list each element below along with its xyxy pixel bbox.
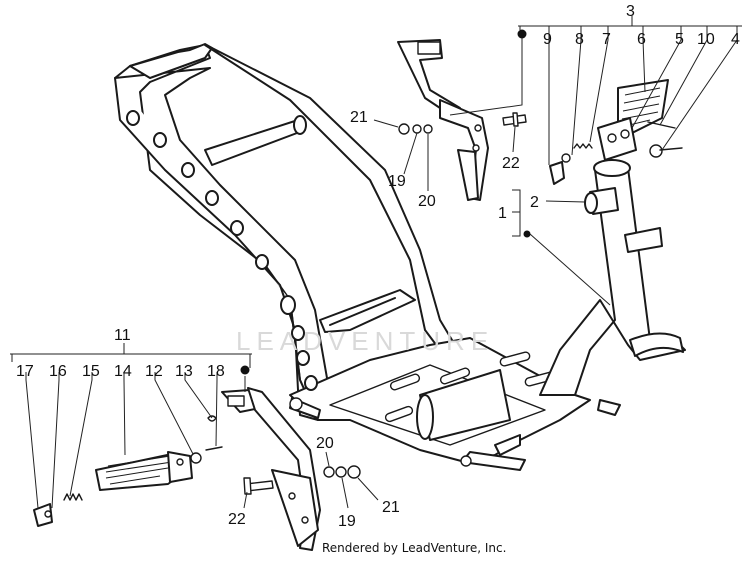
- callout-13: 13: [175, 363, 193, 380]
- callout-21-upper: 21: [350, 109, 368, 126]
- group-bullet-3: [517, 29, 527, 39]
- leader-lines: [10, 16, 742, 509]
- callout-17: 17: [16, 363, 34, 380]
- callout-10: 10: [697, 31, 715, 48]
- callout-8: 8: [575, 31, 584, 48]
- nut-washer-lower: [323, 465, 361, 479]
- left-footpeg-assembly: [33, 415, 223, 527]
- group-bullet-1: [523, 230, 531, 238]
- nut-washer-upper: [398, 123, 433, 135]
- callout-6: 6: [637, 31, 646, 48]
- callout-labels: 3 9 8 7 6 5 10 4 21 19 20 22 2 1 11 17 1…: [16, 3, 740, 530]
- callout-9: 9: [543, 31, 552, 48]
- callout-16: 16: [49, 363, 67, 380]
- callout-12: 12: [145, 363, 163, 380]
- bolt-upper: [502, 112, 527, 127]
- callout-2: 2: [530, 194, 539, 211]
- bolt-lower: [243, 477, 274, 495]
- main-frame: [114, 43, 621, 471]
- callout-22-upper: 22: [502, 155, 520, 172]
- lower-footrest-bracket: [221, 387, 321, 551]
- callout-1: 1: [498, 205, 507, 222]
- leadventure-watermark: LEADVENTURE: [236, 326, 495, 356]
- callout-11: 11: [114, 327, 131, 344]
- callout-21-lower: 21: [382, 499, 400, 516]
- right-footpeg-assembly: [549, 79, 683, 185]
- group-bullet-11: [240, 365, 250, 375]
- callout-5: 5: [675, 31, 684, 48]
- callout-3: 3: [626, 3, 635, 20]
- upper-footrest-bracket: [397, 39, 489, 201]
- callout-4: 4: [731, 31, 740, 48]
- steering-head-down-tube: [539, 159, 686, 396]
- callout-19-upper: 19: [388, 173, 406, 190]
- callout-15: 15: [82, 363, 100, 380]
- callout-14: 14: [114, 363, 132, 380]
- callout-20-lower: 20: [316, 435, 334, 452]
- callout-18: 18: [207, 363, 225, 380]
- callout-7: 7: [602, 31, 611, 48]
- callout-19-lower: 19: [338, 513, 356, 530]
- callout-22-lower: 22: [228, 511, 246, 528]
- callout-20-upper: 20: [418, 193, 436, 210]
- render-credit: Rendered by LeadVenture, Inc.: [322, 541, 507, 555]
